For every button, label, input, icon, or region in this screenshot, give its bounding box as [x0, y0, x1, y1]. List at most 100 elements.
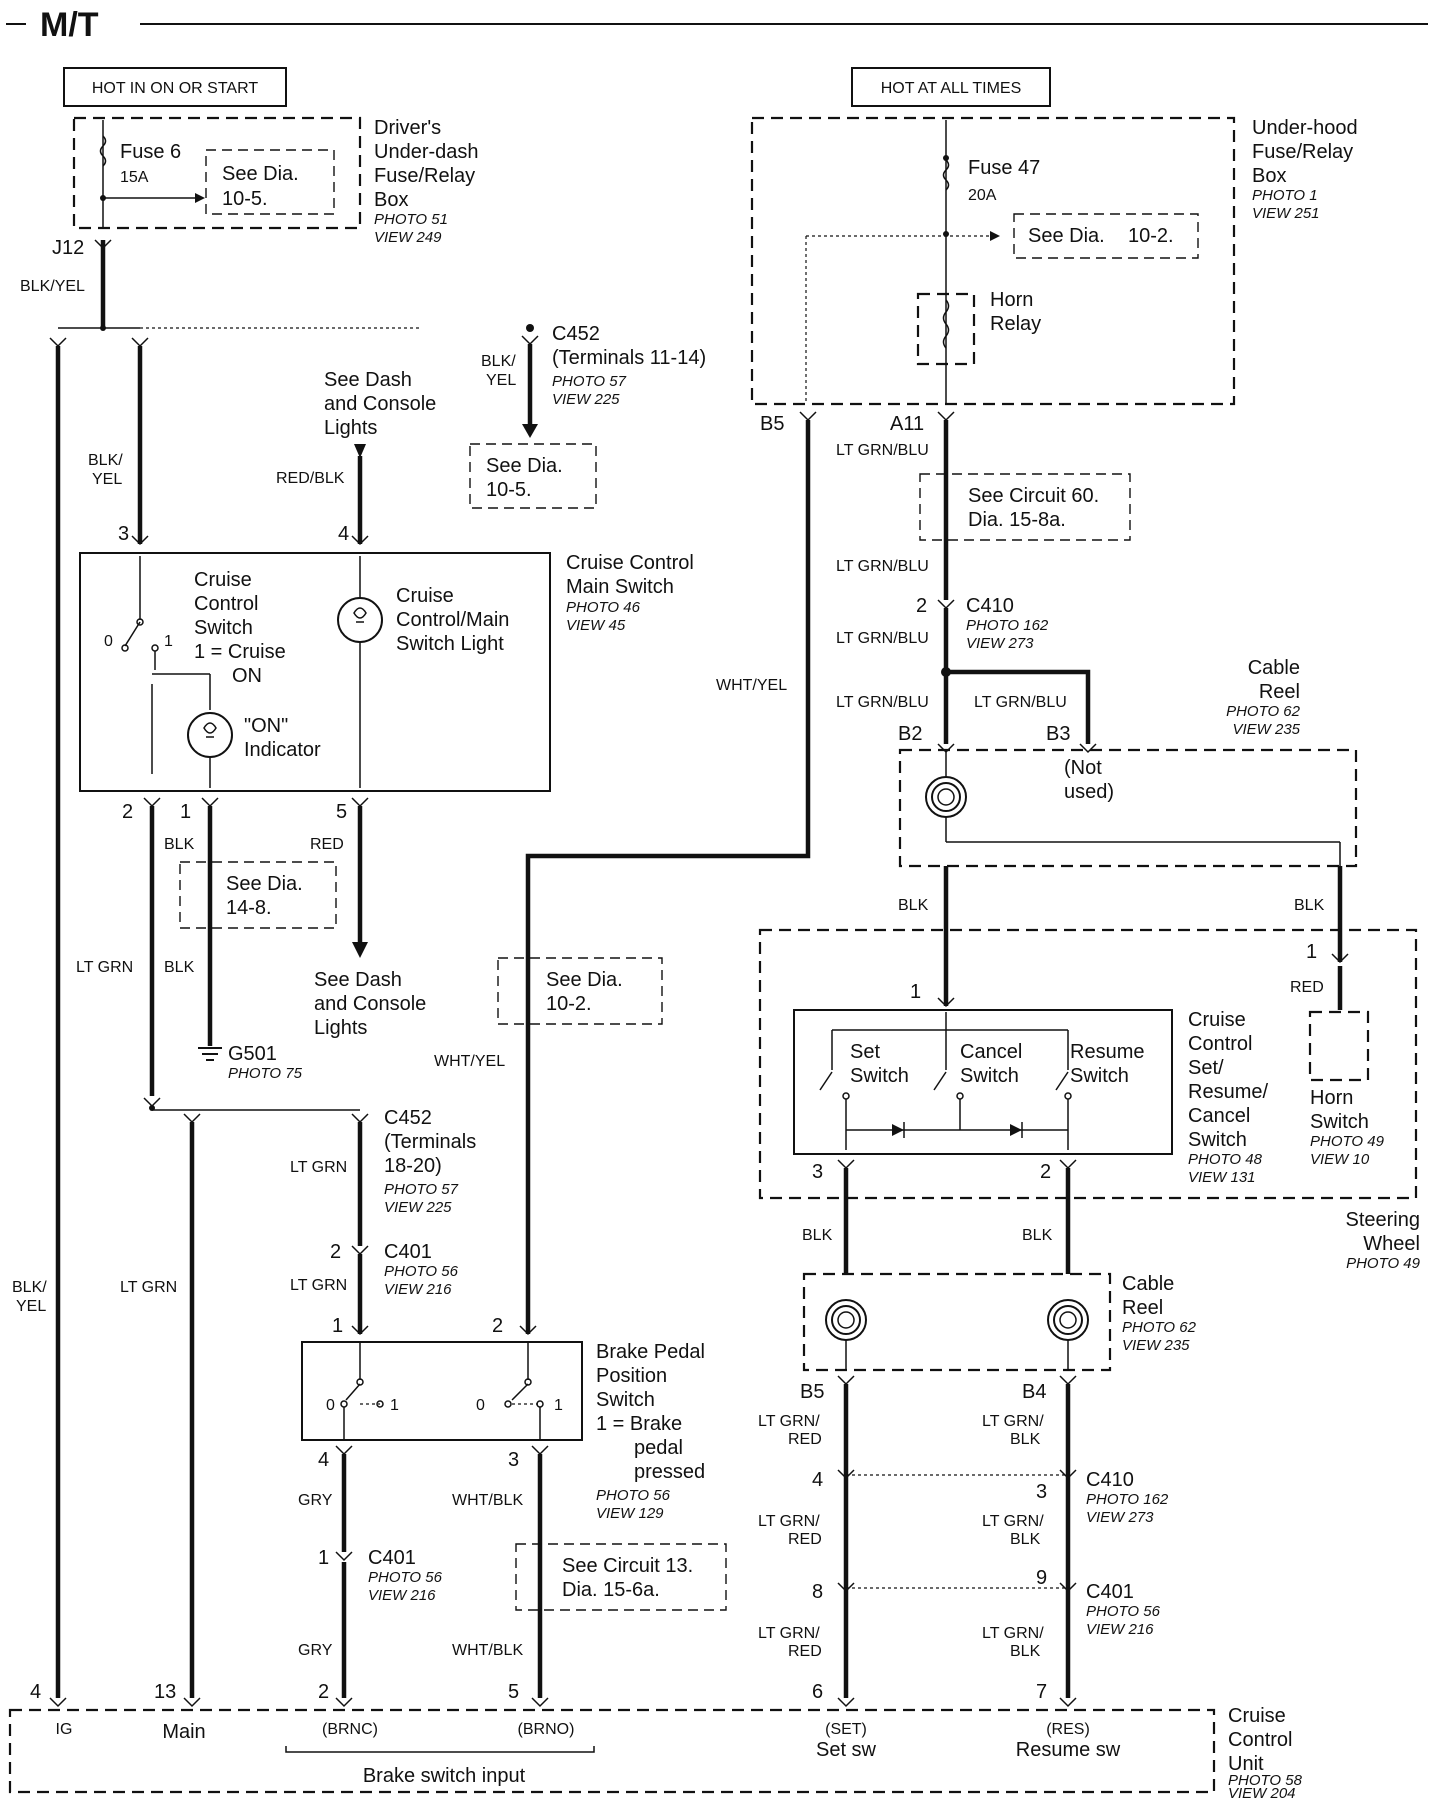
dash-lights-bottom-3: Lights — [314, 1017, 367, 1039]
see-dia-10-5-line2: 10-5. — [222, 188, 268, 210]
underhood-name-3: Box — [1252, 165, 1286, 187]
ccu-pin-5: 5 — [508, 1681, 519, 1703]
see-circuit-60-1: See Circuit 60. — [968, 485, 1099, 507]
drivers-box-photo: PHOTO 51 — [374, 211, 448, 228]
wire-red-blk: RED/BLK — [276, 470, 345, 487]
ccu-view: VIEW 204 — [1228, 1785, 1296, 1800]
main-switch-view: VIEW 45 — [566, 617, 626, 634]
ccu-pin-4: 4 — [30, 1681, 41, 1703]
diode-icon — [892, 1124, 904, 1136]
brake-name-6: pressed — [634, 1461, 705, 1483]
srs-name-4: Resume/ — [1188, 1081, 1268, 1103]
wire-ltgrnblu-1: LT GRN/BLU — [836, 442, 929, 459]
ccu-brno: (BRNO) — [518, 1721, 575, 1738]
dash-lights-bottom-1: See Dash — [314, 969, 402, 991]
main-switch-1: 1 — [164, 633, 173, 650]
dash-lights-bottom-2: and Console — [314, 993, 426, 1015]
main-switch-label-4: 1 = Cruise — [194, 641, 286, 663]
ccu-set-sw: Set sw — [816, 1739, 877, 1761]
main-switch-pin-4: 4 — [338, 523, 349, 545]
c452-mid-terminals-1: (Terminals — [384, 1131, 476, 1153]
fuse-icon — [942, 159, 950, 191]
on-indicator-bulb-icon — [187, 712, 233, 758]
horn-relay-1: Horn — [990, 289, 1033, 311]
wire-lt-grn-main: LT GRN — [120, 1279, 177, 1296]
brake-name-3: Switch — [596, 1389, 655, 1411]
brake-pin-4: 4 — [318, 1449, 329, 1471]
see-circuit-13-1: See Circuit 13. — [562, 1555, 693, 1577]
c452-see-dia-2: 10-5. — [486, 479, 532, 501]
page-title: M/T — [40, 6, 99, 44]
steering-wheel-box — [758, 928, 1418, 1200]
arrow-up-icon — [354, 444, 366, 458]
drivers-box-name-4: Box — [374, 189, 408, 211]
c410-lower-name: C410 — [1086, 1469, 1134, 1491]
c452-top-photo: PHOTO 57 — [552, 373, 627, 390]
a11-label: A11 — [890, 413, 924, 435]
arrow-icon — [195, 193, 205, 203]
wire-ltgrnred-3b: RED — [788, 1643, 822, 1660]
brake-switch-lever-2-icon — [511, 1383, 529, 1401]
j12-label: J12 — [52, 237, 84, 259]
wire-ltgrnblk-1a: LT GRN/ — [982, 1413, 1044, 1430]
ccu-pin-6: 6 — [812, 1681, 823, 1703]
drivers-box-name-1: Driver's — [374, 117, 441, 139]
light-label-2: Control/Main — [396, 609, 509, 631]
wire-blk-res: BLK — [1022, 1227, 1053, 1244]
cable-reel-upper-photo: PHOTO 62 — [1226, 703, 1301, 720]
b5-label: B5 — [760, 413, 784, 435]
wire-wht-blk-upper: WHT/BLK — [452, 1492, 523, 1509]
see-dia-10-2-top-2: 10-2. — [1128, 225, 1174, 247]
wire-lt-grn-c401: LT GRN — [290, 1277, 347, 1294]
brake-name-2: Position — [596, 1365, 667, 1387]
fuse6-rating: 15A — [120, 169, 149, 186]
wire-blk-g501: BLK — [164, 959, 195, 976]
g501-name: G501 — [228, 1043, 277, 1065]
wire-ltgrnred-1a: LT GRN/ — [758, 1413, 820, 1430]
set-switch-1: Set — [850, 1041, 880, 1063]
main-switch-label-5: ON — [232, 665, 262, 687]
wire-gry-upper: GRY — [298, 1492, 333, 1509]
steering-wheel-photo: PHOTO 49 — [1346, 1255, 1421, 1272]
dash-lights-top-2: and Console — [324, 393, 436, 415]
c401-upper-photo: PHOTO 56 — [384, 1263, 459, 1280]
srs-name-3: Set/ — [1188, 1057, 1224, 1079]
steering-pin-2: 2 — [1040, 1161, 1051, 1183]
c401-upper-pin: 2 — [330, 1241, 341, 1263]
diode-icon — [1010, 1124, 1022, 1136]
horn-photo: PHOTO 49 — [1310, 1133, 1385, 1150]
ccu-name-3: Unit — [1228, 1753, 1264, 1775]
c410-lower-pin4: 4 — [812, 1469, 823, 1491]
wire-ltgrnblu-3: LT GRN/BLU — [836, 630, 929, 647]
power-source-label-box — [63, 67, 287, 107]
cable-reel-lower-name-1: Cable — [1122, 1273, 1174, 1295]
c401-lower-view: VIEW 216 — [368, 1587, 436, 1604]
fuse47-rating: 20A — [968, 187, 997, 204]
see-dia-10-2-top-1: See Dia. — [1028, 225, 1105, 247]
srs-name-1: Cruise — [1188, 1009, 1246, 1031]
main-switch-label-1: Cruise — [194, 569, 252, 591]
wire-red-horn: RED — [1290, 979, 1324, 996]
underhood-name-2: Fuse/Relay — [1252, 141, 1353, 163]
horn-switch-1: Horn — [1310, 1087, 1353, 1109]
wire-ltgrnblu-5: LT GRN/BLU — [974, 694, 1067, 711]
ccu-brake-input: Brake switch input — [363, 1765, 526, 1787]
c452-mid-terminals-2: 18-20) — [384, 1155, 442, 1177]
srs-photo: PHOTO 48 — [1188, 1151, 1263, 1168]
ccu-name-2: Control — [1228, 1729, 1292, 1751]
brake-pin-3: 3 — [508, 1449, 519, 1471]
see-dia-10-5-line1: See Dia. — [222, 163, 299, 185]
srs-name-6: Switch — [1188, 1129, 1247, 1151]
dash-lights-top-3: Lights — [324, 417, 377, 439]
see-dia-14-8-1: See Dia. — [226, 873, 303, 895]
g501-photo: PHOTO 75 — [228, 1065, 303, 1082]
wire-gry-lower: GRY — [298, 1642, 333, 1659]
steering-wheel-2: Wheel — [1363, 1233, 1420, 1255]
c401-right-pin9: 9 — [1036, 1567, 1047, 1589]
arrow-icon — [990, 231, 1000, 241]
c401-right-view: VIEW 216 — [1086, 1621, 1154, 1638]
set-resume-cancel-switch: Set Switch Cancel Switch Resume Switch — [793, 1009, 1173, 1155]
srs-name-2: Control — [1188, 1033, 1252, 1055]
horn-relay-icon — [916, 292, 976, 366]
wire-blk-yel-3-1: BLK/ — [88, 452, 123, 469]
